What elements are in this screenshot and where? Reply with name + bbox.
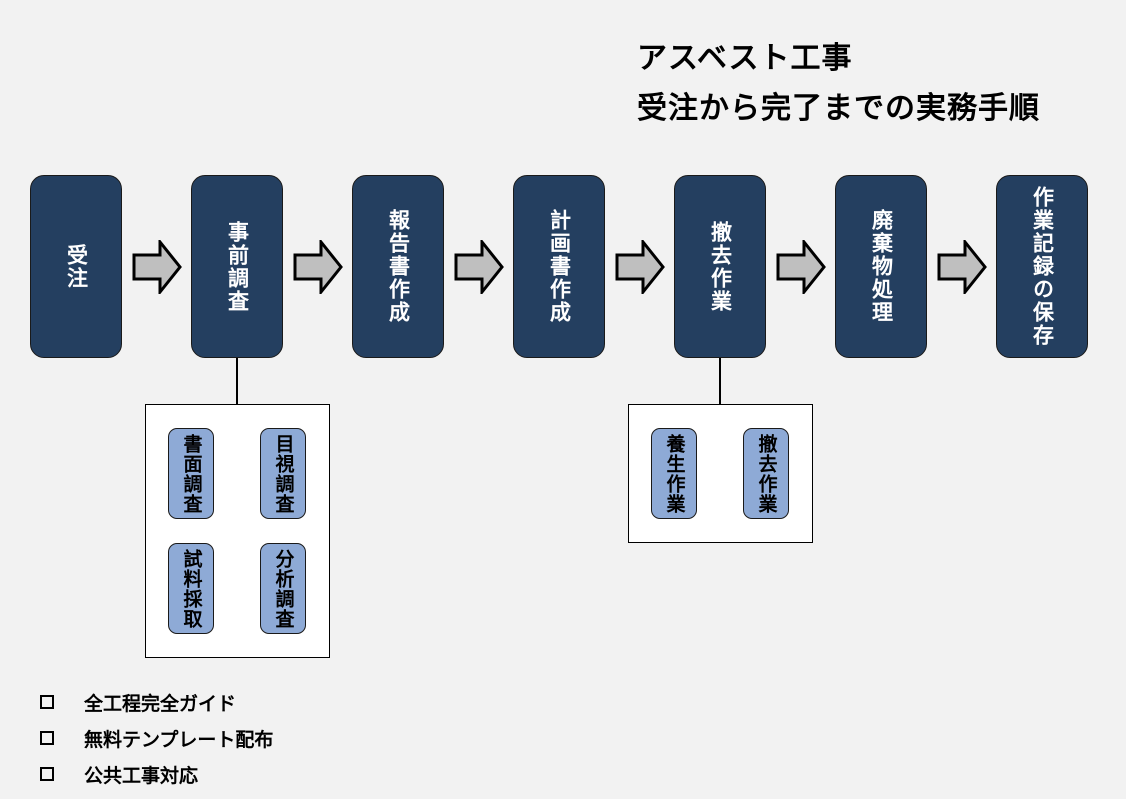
removal-substeps: 養生作業 撤去作業 [628,404,813,543]
substep-analysis: 分析調査 [260,543,306,634]
substep-label: 書面調査 [180,433,203,514]
substep-label: 分析調査 [272,548,295,629]
step-pre-survey: 事前調査 [191,175,283,358]
right-arrow-icon [132,240,182,294]
right-arrow-icon [454,240,504,294]
step-label: 廃棄物処理 [869,209,894,324]
step-waste-disposal: 廃棄物処理 [835,175,927,358]
feature-text: 公共工事対応 [84,764,199,787]
right-arrow-icon [937,240,987,294]
feature-item: 公共工事対応 [38,756,273,792]
diagram-title: アスベスト工事 受注から完了までの実務手順 [637,34,1040,134]
step-plan-creation: 計画書作成 [513,175,605,358]
right-arrow-icon [293,240,343,294]
checkbox-empty-icon [40,731,54,745]
step-report-creation: 報告書作成 [352,175,444,358]
checkbox-empty-icon [40,695,54,709]
substep-visual-survey: 目視調査 [260,428,306,519]
connector-line [236,358,238,405]
step-removal-work: 撤去作業 [674,175,766,358]
step-label: 撤去作業 [708,220,733,313]
feature-text: 無料テンプレート配布 [84,728,274,751]
substep-removal-work: 撤去作業 [743,428,789,519]
step-label: 計画書作成 [547,209,572,324]
feature-item: 全工程完全ガイド [38,684,273,720]
right-arrow-icon [615,240,665,294]
step-label: 報告書作成 [386,209,411,324]
pre-survey-substeps: 書面調査 目視調査 試料採取 分析調査 [145,404,330,658]
title-line-1: アスベスト工事 [637,41,853,76]
step-record-keeping: 作業記録の保存 [996,175,1088,358]
step-label: 受注 [64,243,89,290]
right-arrow-icon [776,240,826,294]
substep-label: 養生作業 [663,433,686,514]
step-label: 事前調査 [225,220,250,313]
feature-item: 無料テンプレート配布 [38,720,273,756]
substep-curing-work: 養生作業 [651,428,697,519]
substep-document-survey: 書面調査 [168,428,214,519]
substep-label: 試料採取 [180,548,203,629]
step-label: 作業記録の保存 [1030,186,1055,347]
step-order-received: 受注 [30,175,122,358]
feature-list: 全工程完全ガイド 無料テンプレート配布 公共工事対応 [38,684,273,792]
substep-label: 目視調査 [272,433,295,514]
feature-text: 全工程完全ガイド [84,692,237,715]
title-line-2: 受注から完了までの実務手順 [637,91,1040,126]
substep-sampling: 試料採取 [168,543,214,634]
substep-label: 撤去作業 [755,433,778,514]
checkbox-empty-icon [40,767,54,781]
connector-line [719,358,721,405]
